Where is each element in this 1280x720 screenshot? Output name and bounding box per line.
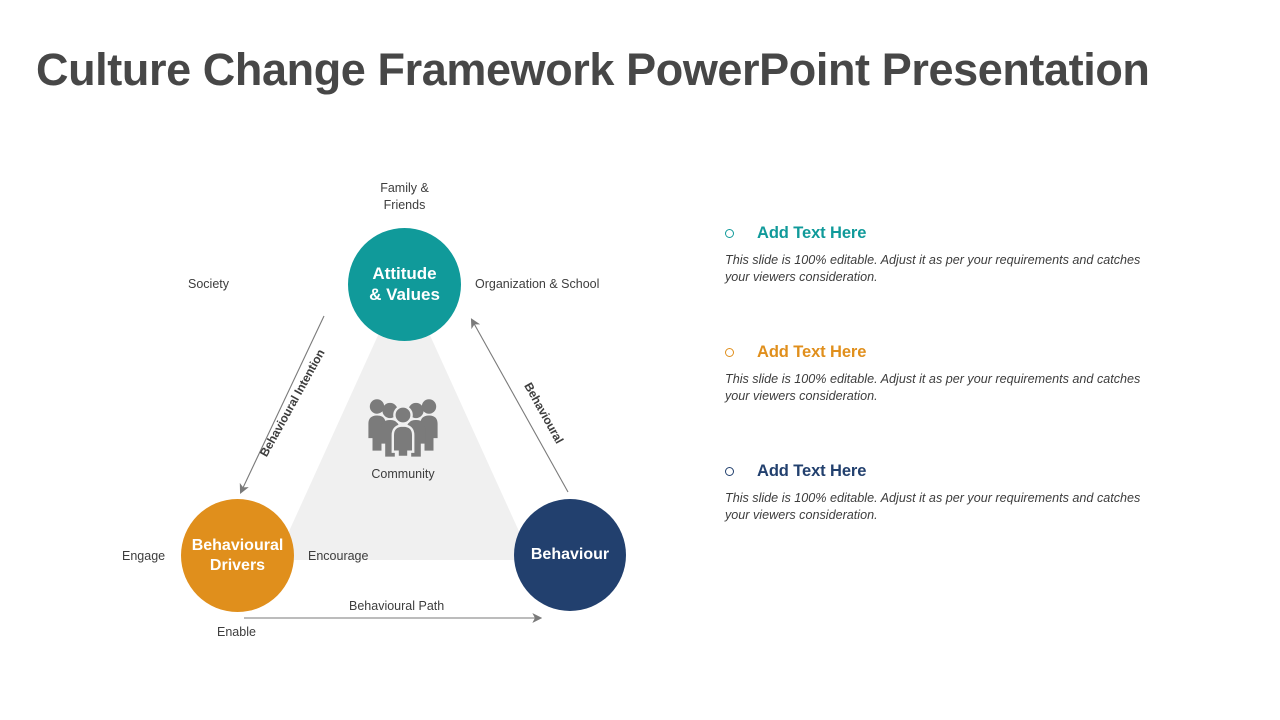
text-item-3: Add Text Here This slide is 100% editabl…	[725, 462, 1195, 525]
culture-change-triangle-diagram: Attitude & Values Behavioural Drivers Be…	[100, 160, 680, 660]
label-family-friends: Family & Friends	[312, 180, 497, 213]
text-item-3-title[interactable]: Add Text Here	[757, 461, 867, 480]
node-behavioural-drivers[interactable]: Behavioural Drivers	[181, 499, 294, 612]
text-item-1-title[interactable]: Add Text Here	[757, 224, 867, 242]
behavioural-intention-arrow	[239, 315, 325, 494]
label-family-friends-line1: Family &	[380, 181, 429, 195]
text-item-1-body[interactable]: This slide is 100% editable. Adjust it a…	[725, 253, 1141, 285]
text-column: Add Text Here This slide is 100% editabl…	[725, 224, 1195, 524]
bullet-icon	[725, 466, 734, 476]
node-behavioural-drivers-line2: Drivers	[209, 556, 266, 574]
bullet-icon	[725, 347, 734, 357]
node-behavioural-drivers-line1: Behavioural	[191, 536, 284, 554]
node-attitude-values[interactable]: Attitude & Values	[348, 228, 461, 341]
text-item-1-head: Add Text Here	[725, 224, 1195, 243]
text-item-2-body[interactable]: This slide is 100% editable. Adjust it a…	[725, 371, 1141, 404]
page-title: Culture Change Framework PowerPoint Pres…	[36, 44, 1150, 95]
text-item-1: Add Text Here This slide is 100% editabl…	[725, 224, 1195, 287]
text-item-3-body[interactable]: This slide is 100% editable. Adjust it a…	[725, 490, 1141, 522]
node-behaviour[interactable]: Behaviour	[514, 499, 626, 611]
node-behaviour-label: Behaviour	[530, 546, 610, 564]
behavioural-arrow	[470, 318, 569, 493]
label-organization-school: Organization & School	[475, 277, 600, 291]
bullet-icon	[725, 229, 734, 238]
label-encourage: Encourage	[308, 549, 369, 563]
label-engage: Engage	[122, 549, 166, 563]
text-item-2: Add Text Here This slide is 100% editabl…	[725, 343, 1195, 406]
label-society: Society	[188, 277, 229, 291]
text-item-3-head: Add Text Here	[725, 462, 1195, 481]
label-enable: Enable	[217, 625, 256, 639]
label-behavioural-path: Behavioural Path	[349, 599, 445, 613]
label-family-friends-line2: Friends	[383, 197, 426, 212]
node-attitude-values-line1: Attitude	[372, 263, 437, 283]
community-block: Community	[343, 395, 463, 481]
group-of-people-icon	[368, 399, 438, 459]
community-caption: Community	[371, 467, 435, 481]
node-attitude-values-line2: & Values	[369, 284, 440, 304]
text-item-2-head: Add Text Here	[725, 343, 1195, 362]
text-item-2-title[interactable]: Add Text Here	[757, 342, 867, 361]
